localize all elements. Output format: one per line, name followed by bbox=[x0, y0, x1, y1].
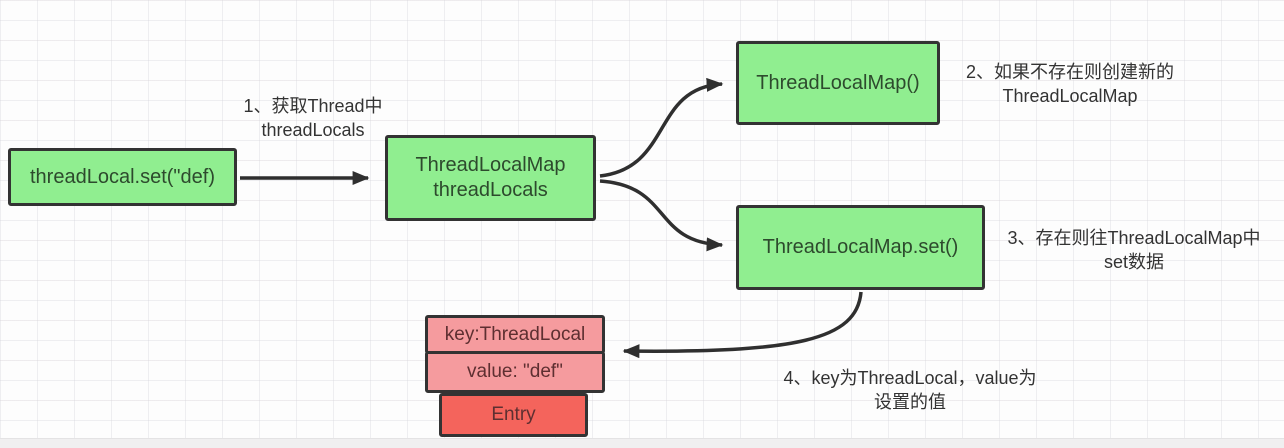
annotation-step1-line1: 1、获取Thread中 bbox=[243, 96, 383, 116]
node-entry-key-label: key:ThreadLocal bbox=[444, 323, 586, 345]
node-entry-key: key:ThreadLocal bbox=[425, 315, 605, 354]
annotation-step1-line2: threadLocals bbox=[261, 120, 365, 140]
annotation-step1: 1、获取Thread中 threadLocals bbox=[218, 94, 408, 142]
node-entry-value: value: "def" bbox=[425, 351, 605, 393]
annotation-step2-line1: 2、如果不存在则创建新的 bbox=[965, 62, 1174, 82]
arrow-threadlocals-to-ctor bbox=[599, 77, 724, 178]
node-threadlocals-map: ThreadLocalMap threadLocals bbox=[385, 135, 596, 221]
node-threadlocal-set: threadLocal.set("def) bbox=[8, 148, 237, 206]
node-threadlocal-set-label: threadLocal.set("def) bbox=[30, 165, 215, 188]
node-threadlocals-map-line1: ThreadLocalMap bbox=[415, 154, 566, 176]
node-entry: Entry bbox=[439, 393, 588, 437]
node-threadlocals-map-line2: threadLocals bbox=[433, 179, 548, 201]
node-entry-value-label: value: "def" bbox=[467, 361, 563, 383]
bottom-strip bbox=[0, 438, 1284, 448]
annotation-step4: 4、key为ThreadLocal，value为 设置的值 bbox=[750, 366, 1070, 414]
node-threadlocalmap-set-label: ThreadLocalMap.set() bbox=[762, 236, 959, 258]
annotation-step3: 3、存在则往ThreadLocalMap中 set数据 bbox=[984, 226, 1284, 274]
arrow-mapset-to-entry bbox=[622, 291, 863, 359]
annotation-step2-line2: ThreadLocalMap bbox=[1002, 86, 1138, 106]
annotation-step3-line1: 3、存在则往ThreadLocalMap中 bbox=[1007, 228, 1261, 248]
annotation-step4-line2: 设置的值 bbox=[874, 392, 946, 412]
annotation-step3-line2: set数据 bbox=[1103, 252, 1164, 272]
arrow-threadlocals-to-mapset bbox=[599, 179, 724, 252]
annotation-step2: 2、如果不存在则创建新的 ThreadLocalMap bbox=[950, 60, 1190, 108]
node-entry-label: Entry bbox=[491, 404, 536, 426]
node-threadlocalmap-set: ThreadLocalMap.set() bbox=[736, 205, 985, 290]
node-threadlocalmap-ctor: ThreadLocalMap() bbox=[736, 41, 940, 125]
node-threadlocalmap-ctor-label: ThreadLocalMap() bbox=[756, 71, 920, 94]
annotation-step4-line1: 4、key为ThreadLocal，value为 bbox=[783, 368, 1037, 388]
